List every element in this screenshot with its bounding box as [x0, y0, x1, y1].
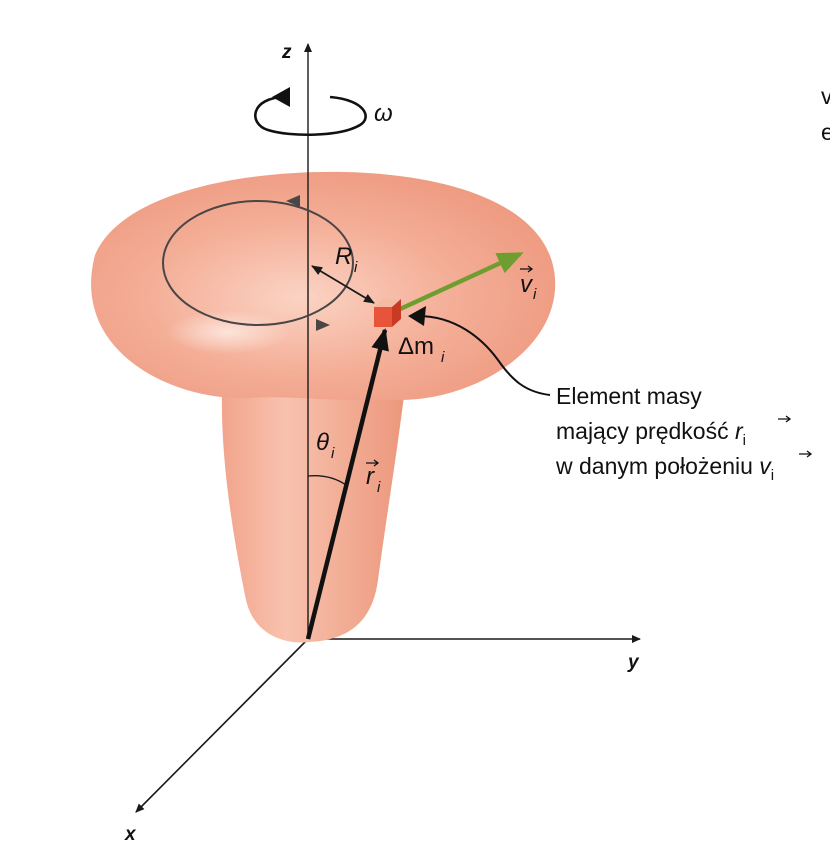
callout-line-3: w danym położeniu vi — [555, 453, 774, 484]
callout-leader — [417, 315, 551, 396]
callout-line-2-sub: i — [743, 432, 746, 449]
y-axis-label: y — [627, 652, 640, 673]
mass-subscript: i — [441, 349, 445, 366]
edge-text-bottom: e — [821, 119, 830, 145]
callout-line-3-var: v — [759, 453, 772, 479]
callout-line-3-text: w danym położeniu — [555, 453, 759, 479]
theta-arc — [307, 475, 347, 486]
body-stem — [221, 388, 405, 643]
theta-subscript: i — [331, 445, 335, 462]
callout-r-accent-icon — [778, 415, 792, 423]
radius-label: R — [335, 243, 352, 270]
x-axis-label: x — [124, 824, 137, 845]
orbit-circle — [162, 200, 354, 326]
orbit-arrow-bottom-icon — [316, 319, 330, 331]
radius-arrow — [311, 265, 375, 304]
velocity-vector-accent-icon — [520, 265, 534, 273]
mass-label: Δm — [398, 333, 434, 360]
mass-element — [374, 299, 401, 327]
callout-arrowhead-icon — [408, 306, 426, 326]
callout-line-2: mający prędkość ri — [556, 418, 746, 449]
omega-label: ω — [374, 100, 393, 127]
x-axis — [135, 638, 309, 813]
z-axis-label: z — [281, 42, 292, 63]
edge-text-top: v — [821, 83, 830, 109]
velocity-subscript: i — [533, 286, 537, 303]
velocity-label: v — [520, 271, 534, 298]
radius-subscript: i — [354, 259, 358, 276]
position-label: r — [366, 463, 375, 490]
rotation-arrow — [254, 95, 367, 137]
orbit-arrow-top-icon — [286, 195, 300, 207]
theta-label: θ — [316, 429, 329, 456]
callout-line-3-sub: i — [771, 467, 774, 484]
position-vector-arrow — [305, 328, 389, 640]
callout-v-accent-icon — [799, 450, 813, 458]
velocity-arrow — [397, 251, 524, 313]
disk-highlight — [166, 310, 290, 354]
position-vector-accent-icon — [366, 459, 380, 467]
position-subscript: i — [377, 479, 381, 496]
callout-line-1: Element masy — [556, 383, 702, 409]
rotation-arrowhead-icon — [272, 87, 290, 107]
callout-line-2-text: mający prędkość — [556, 418, 735, 444]
body-disk — [91, 171, 556, 401]
callout-line-2-var: r — [735, 418, 744, 444]
